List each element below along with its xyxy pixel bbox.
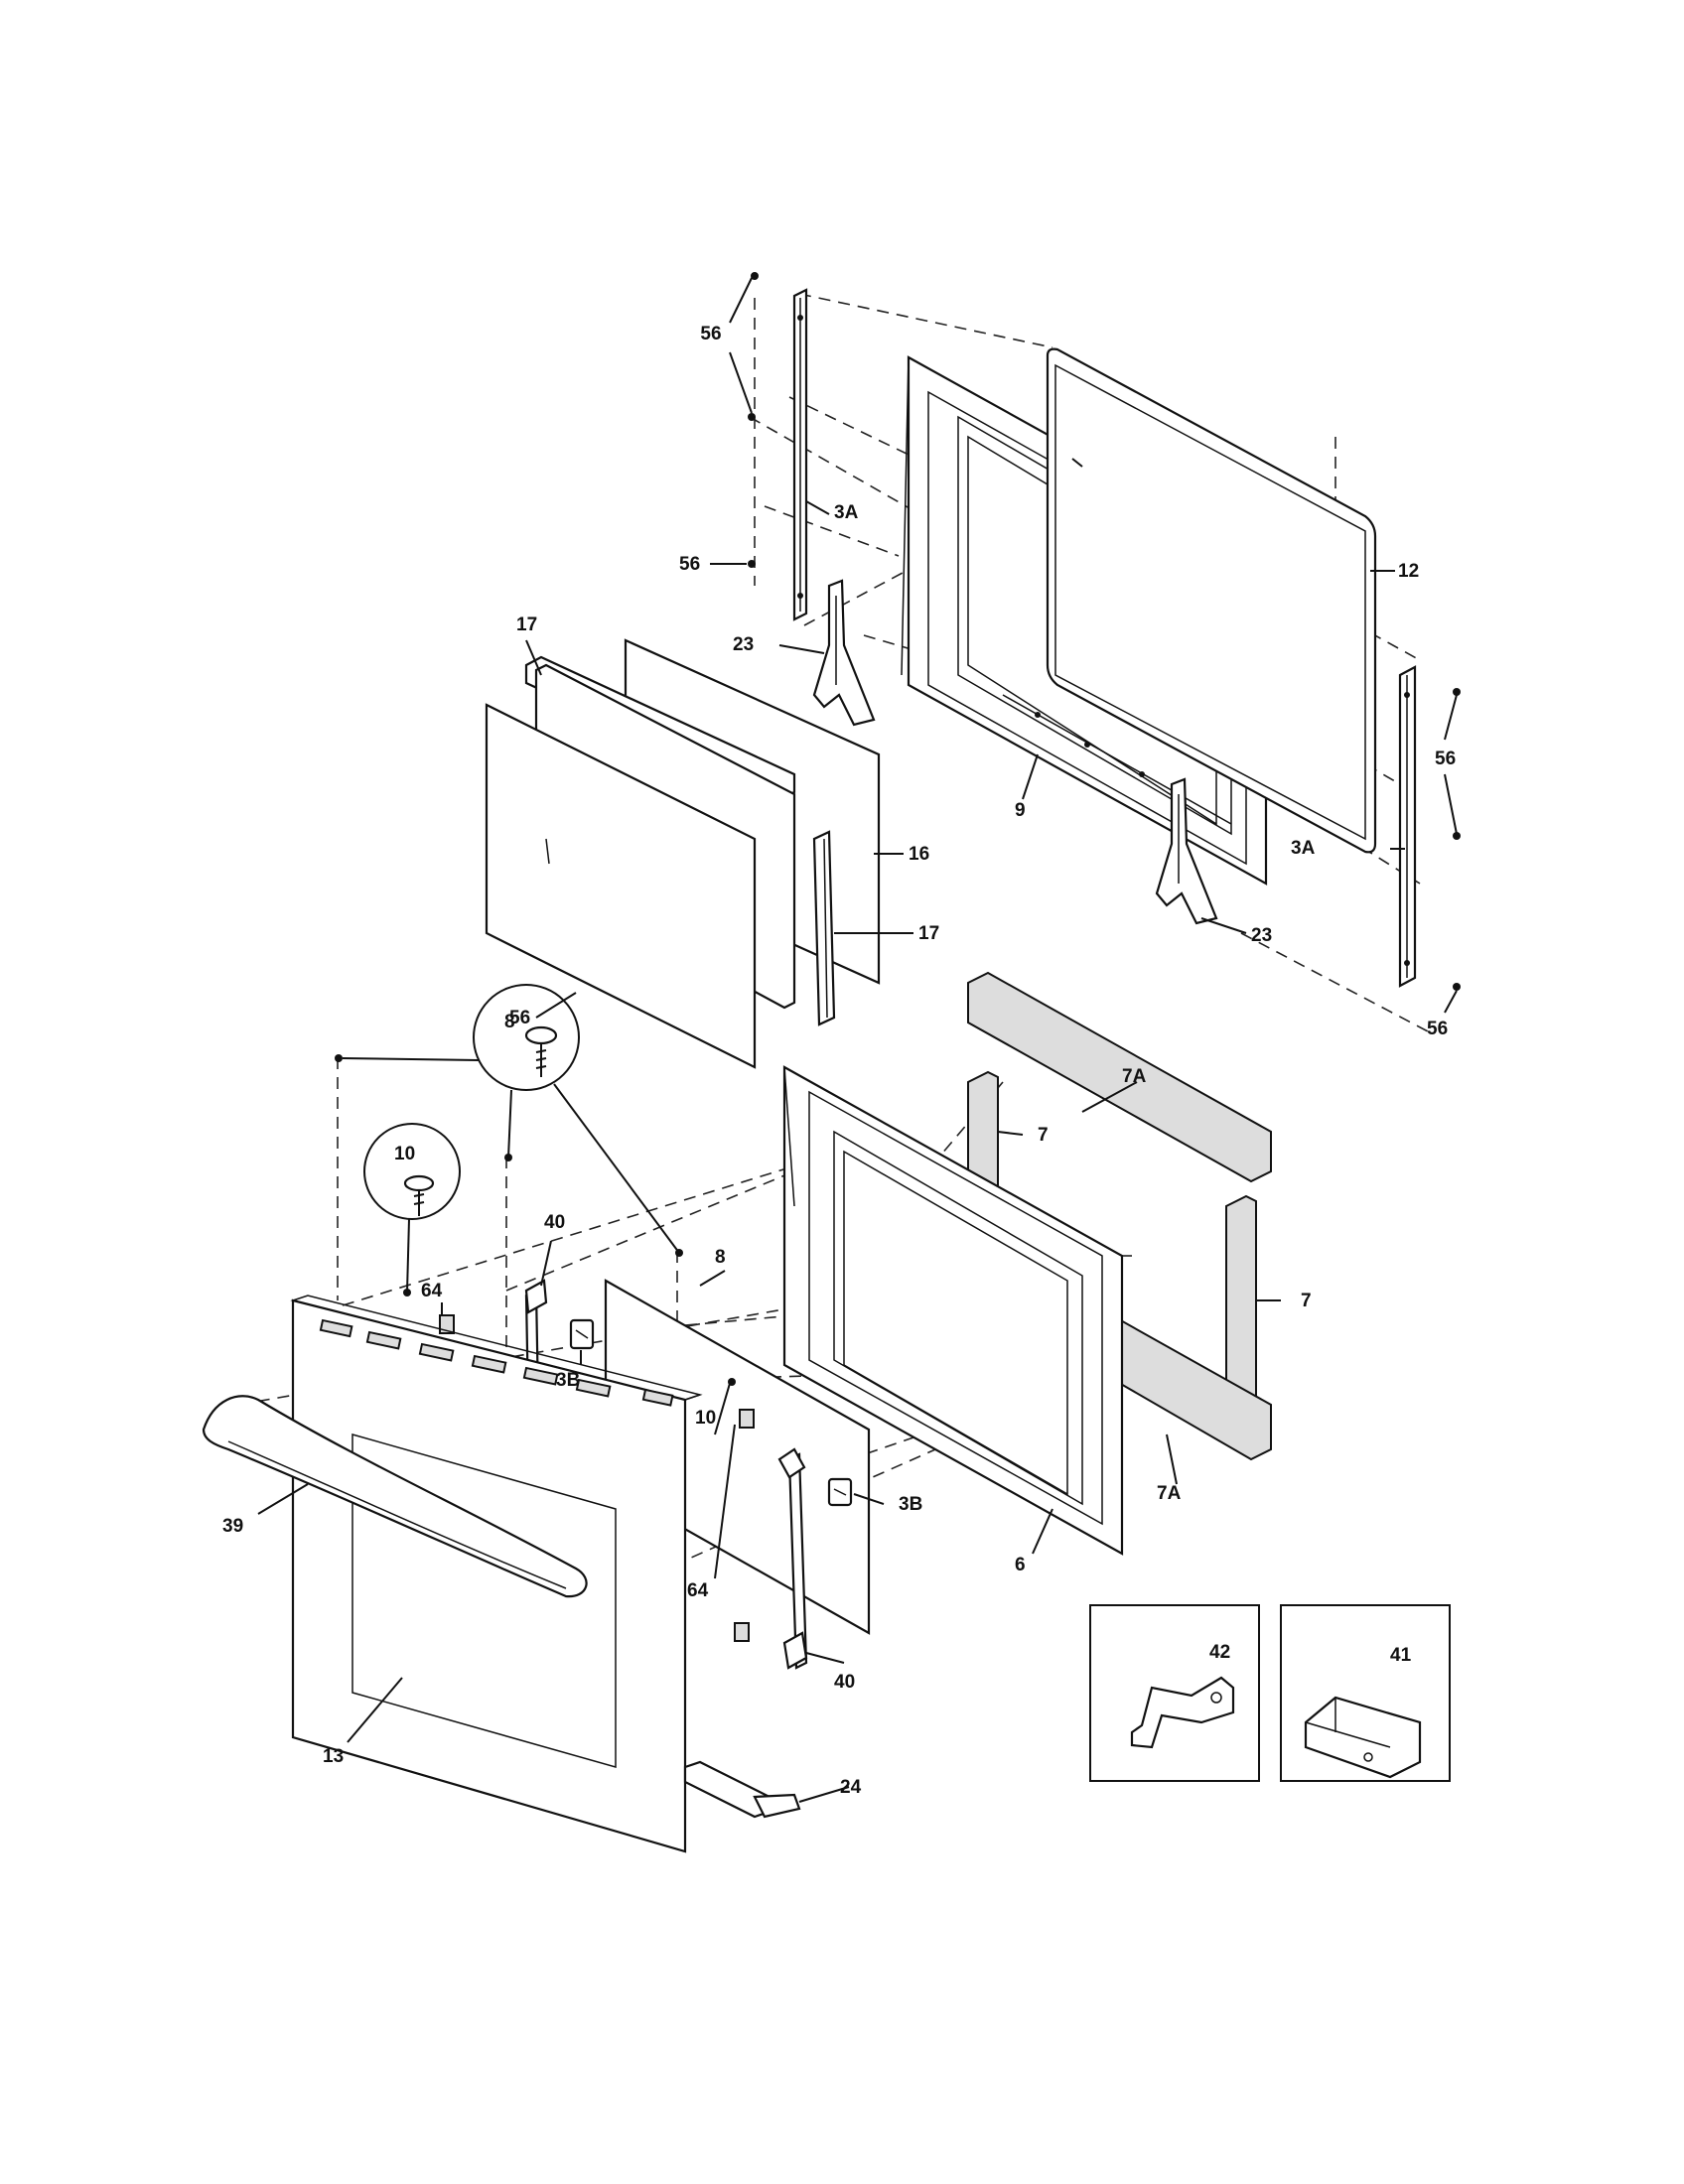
callout-12: 12 bbox=[1398, 561, 1419, 582]
part-3b-clip-upper bbox=[569, 1318, 595, 1350]
part-39-door-handle bbox=[202, 1395, 588, 1598]
callout-10-detail: 10 bbox=[394, 1144, 415, 1164]
callout-8-upper: 8 bbox=[504, 1012, 515, 1032]
part-24-hinge-receiver bbox=[683, 1760, 801, 1819]
callout-56-detail: 56 bbox=[509, 1008, 530, 1028]
part-23-hinge-lower bbox=[1155, 777, 1218, 925]
callout-3b-lower: 3B bbox=[899, 1494, 922, 1515]
callout-39: 39 bbox=[222, 1516, 243, 1537]
callout-64-upper: 64 bbox=[421, 1281, 443, 1301]
callout-7a-bottom: 7A bbox=[1157, 1483, 1182, 1504]
callout-23-upper: 23 bbox=[733, 634, 754, 655]
callout-56-mid-left: 56 bbox=[679, 554, 700, 575]
callout-leaders bbox=[257, 277, 1458, 1803]
screw-56-upper-left bbox=[748, 272, 759, 568]
screw-56-upper-right bbox=[1453, 688, 1461, 991]
callout-3a-left: 3A bbox=[834, 502, 859, 523]
detail-circle-screw-56 bbox=[342, 984, 680, 1254]
part-64-spacer-block bbox=[439, 1314, 755, 1642]
callout-41: 41 bbox=[1390, 1645, 1412, 1666]
callout-56-top-left: 56 bbox=[700, 324, 721, 344]
callout-3a-right: 3A bbox=[1291, 838, 1316, 859]
part-3a-right-strip bbox=[1398, 665, 1417, 988]
part-12-door-gasket bbox=[1046, 347, 1377, 854]
callout-13: 13 bbox=[323, 1746, 344, 1767]
part-7a-insulation-top bbox=[967, 971, 1272, 1183]
callout-40-upper: 40 bbox=[544, 1212, 565, 1233]
callout-7-upper: 7 bbox=[1038, 1125, 1049, 1146]
part-13-outer-door-panel bbox=[290, 1295, 703, 1853]
part-23-hinge-upper bbox=[812, 579, 876, 727]
callout-17-lower: 17 bbox=[918, 923, 939, 944]
callout-23-lower: 23 bbox=[1251, 925, 1272, 946]
callout-9: 9 bbox=[1015, 800, 1026, 821]
callout-7a-top: 7A bbox=[1122, 1066, 1147, 1087]
callout-56-right-upper: 56 bbox=[1435, 749, 1456, 769]
detail-circle-screw-10 bbox=[363, 1123, 461, 1294]
part-3b-clip-lower bbox=[827, 1477, 853, 1507]
part-40-bracket-right bbox=[777, 1447, 808, 1670]
callout-40-lower: 40 bbox=[834, 1672, 855, 1693]
callout-8-lower: 8 bbox=[715, 1247, 726, 1268]
callout-7-lower: 7 bbox=[1301, 1291, 1312, 1311]
part-7-insulation-right bbox=[1225, 1194, 1257, 1412]
callout-24: 24 bbox=[840, 1777, 862, 1798]
detail-box-part-41 bbox=[1280, 1604, 1451, 1782]
callout-10-lower: 10 bbox=[695, 1408, 716, 1429]
callout-3b-upper: 3B bbox=[556, 1370, 580, 1391]
part-3a-left-strip bbox=[792, 288, 808, 621]
part-8-glass-panel-upper bbox=[485, 703, 757, 1069]
callout-6: 6 bbox=[1015, 1555, 1026, 1575]
callout-17-upper: 17 bbox=[516, 614, 537, 635]
callout-labels: 56 3A 56 12 17 23 56 9 16 3A 17 23 8 56 … bbox=[222, 324, 1456, 1798]
callout-56-right-lower: 56 bbox=[1427, 1019, 1448, 1039]
callout-16: 16 bbox=[909, 844, 929, 865]
callout-42: 42 bbox=[1209, 1642, 1230, 1663]
detail-box-part-42 bbox=[1089, 1604, 1260, 1782]
callout-64-lower: 64 bbox=[687, 1580, 709, 1601]
part-6-inner-door-liner bbox=[782, 1065, 1132, 1556]
